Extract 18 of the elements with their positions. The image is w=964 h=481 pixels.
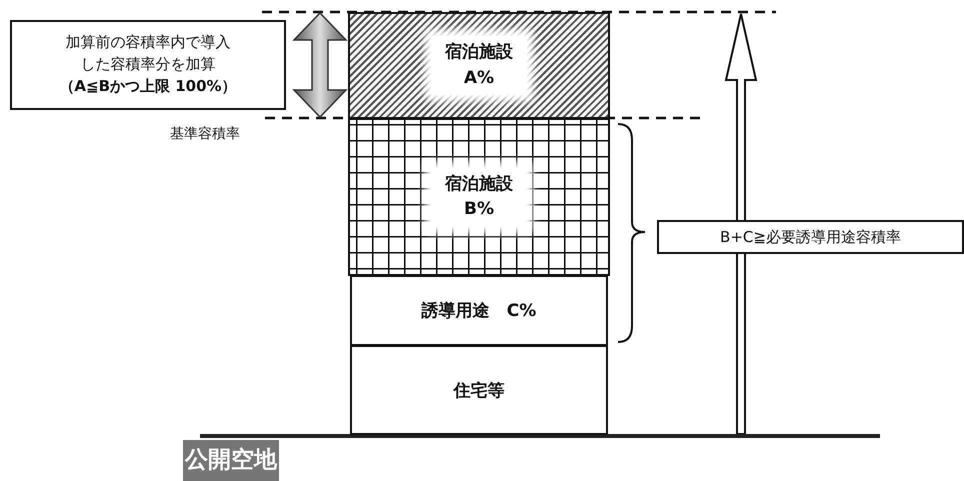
block-text: B+C≧必要誘導用途容積率 (720, 228, 901, 246)
block-text: 加算前の容積率内で導入した容積率分を加算 (64, 32, 232, 76)
block-text: 住宅等 (454, 380, 504, 402)
block-text: A% (464, 66, 494, 90)
block-text: （A≦Bかつ上限 100%） (59, 76, 237, 97)
annotation-label: 基準容積率 (170, 125, 240, 143)
block-text: 誘導用途 C% (422, 300, 536, 322)
grid-block (348, 118, 610, 276)
block-text: 宿泊施設 (445, 41, 513, 64)
tag-label (183, 440, 279, 481)
block-text: B% (464, 198, 494, 221)
callout-box (10, 20, 286, 110)
floor-block (350, 345, 608, 435)
floor-block (350, 275, 608, 346)
note-box (657, 220, 964, 254)
hatched-block (348, 12, 610, 119)
block-text: 公開空地 (185, 446, 277, 475)
block-text: 宿泊施設 (445, 172, 513, 196)
